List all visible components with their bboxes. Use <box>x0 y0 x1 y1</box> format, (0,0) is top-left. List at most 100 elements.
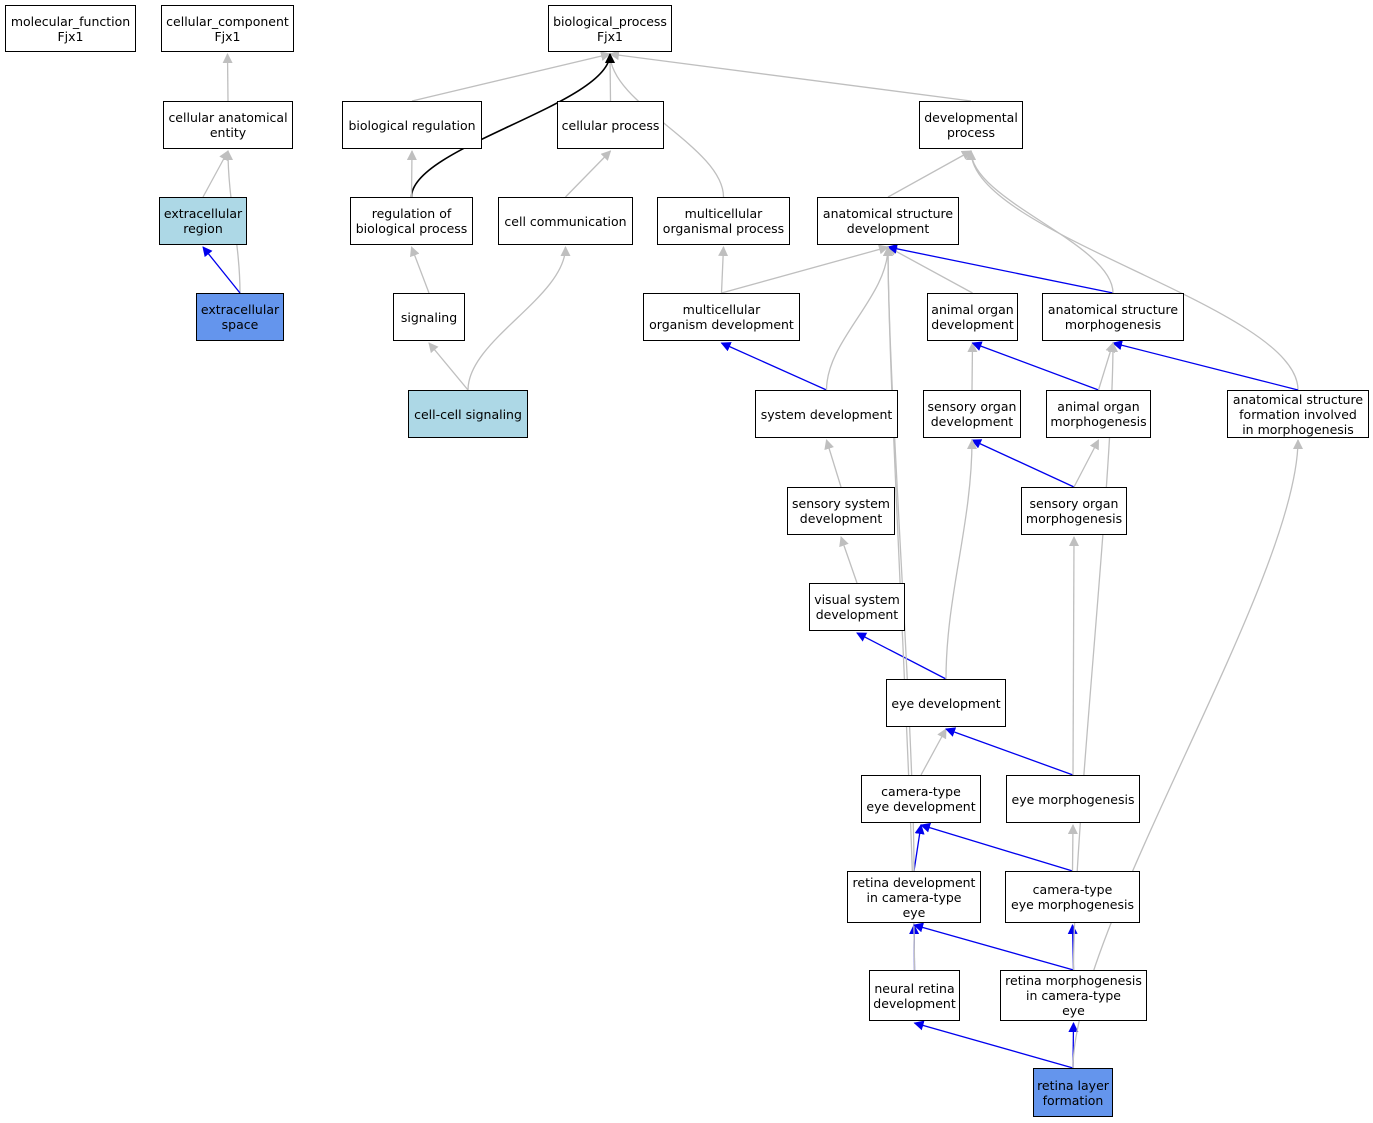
node-ssd[interactable]: sensory system development <box>787 487 895 535</box>
node-label: molecular_function Fjx1 <box>10 13 131 44</box>
edge-sysdev-to-mod <box>720 342 827 391</box>
node-label: retina development in camera-type eye <box>852 874 976 920</box>
node-bp[interactable]: biological_process Fjx1 <box>548 5 672 52</box>
node-label: cellular process <box>561 117 660 133</box>
edge-asm-to-devproc <box>966 150 1114 294</box>
node-label: anatomical structure formation involved … <box>1232 391 1364 437</box>
edge-ccsig-to-signaling <box>428 342 469 391</box>
node-label: cell communication <box>504 213 627 229</box>
node-label: sensory organ morphogenesis <box>1025 496 1123 526</box>
node-mf[interactable]: molecular_function Fjx1 <box>5 5 136 52</box>
node-label: biological regulation <box>348 117 476 133</box>
node-extreg[interactable]: extracellular region <box>159 197 247 245</box>
edge-ssd-to-sysdev <box>824 439 842 488</box>
edge-aod-to-asd <box>887 246 973 294</box>
node-sysdev[interactable]: system development <box>755 390 898 438</box>
edge-mod-to-multproc <box>718 246 729 294</box>
edge-aom-to-aod <box>971 341 1099 391</box>
node-cted[interactable]: camera-type eye development <box>861 775 981 823</box>
node-label: cellular anatomical entity <box>168 110 288 140</box>
node-aod[interactable]: animal organ development <box>927 293 1018 341</box>
node-nrd[interactable]: neural retina development <box>869 970 960 1021</box>
node-label: regulation of biological process <box>355 206 468 236</box>
edge-vsd-to-ssd <box>839 536 858 584</box>
node-label: cellular_component Fjx1 <box>166 13 289 44</box>
node-label: retina morphogenesis in camera-type eye <box>1005 973 1142 1018</box>
node-label: sensory organ development <box>927 399 1017 429</box>
node-signaling[interactable]: signaling <box>393 293 465 341</box>
edge-ctem-to-cted <box>920 822 1073 872</box>
node-cellproc[interactable]: cellular process <box>557 101 664 149</box>
node-label: camera-type eye development <box>866 784 976 814</box>
edge-asd-to-devproc <box>887 150 972 198</box>
node-mod[interactable]: multicellular organism development <box>643 293 800 341</box>
edge-cellcomm-to-cellproc <box>565 150 612 198</box>
edge-regbp-to-biolreg <box>406 150 417 198</box>
node-asf[interactable]: anatomical structure formation involved … <box>1227 390 1369 438</box>
edge-ccsig-to-cellcomm <box>467 246 571 391</box>
node-label: visual system development <box>814 592 900 622</box>
node-eyedev[interactable]: eye development <box>886 679 1006 727</box>
node-extspace[interactable]: extracellular space <box>196 293 284 341</box>
node-label: neural retina development <box>873 980 956 1011</box>
node-label: animal organ development <box>931 302 1014 332</box>
node-label: animal organ morphogenesis <box>1050 399 1147 429</box>
edge-devproc-to-bp <box>609 50 972 102</box>
node-label: eye development <box>891 695 1001 711</box>
node-label: multicellular organism development <box>649 302 794 332</box>
node-label: eye morphogenesis <box>1011 791 1135 807</box>
node-aom[interactable]: animal organ morphogenesis <box>1046 390 1151 438</box>
edge-rmcte-to-rdcte <box>913 922 1074 971</box>
edge-eyedev-to-vsd <box>856 632 947 680</box>
node-label: multicellular organismal process <box>662 206 785 236</box>
node-rmcte[interactable]: retina morphogenesis in camera-type eye <box>1000 970 1147 1021</box>
edge-signaling-to-regbp <box>410 246 430 294</box>
node-ccsig[interactable]: cell-cell signaling <box>408 390 528 438</box>
edge-ctem-to-eyemorph <box>1067 824 1078 872</box>
edge-biolreg-to-bp <box>411 51 611 102</box>
edge-extspace-to-extreg <box>202 246 241 294</box>
node-devproc[interactable]: developmental process <box>919 101 1023 149</box>
node-sod[interactable]: sensory organ development <box>923 390 1021 438</box>
edge-sod-to-aod <box>967 342 978 391</box>
node-asm[interactable]: anatomical structure morphogenesis <box>1042 293 1184 341</box>
edge-eyedev-to-sod <box>945 439 977 680</box>
edge-som-to-aom <box>1073 439 1100 488</box>
node-label: system development <box>760 406 893 422</box>
node-label: anatomical structure development <box>822 206 954 236</box>
edge-rlf-to-nrd <box>913 1020 1074 1069</box>
node-label: anatomical structure morphogenesis <box>1047 302 1179 332</box>
edge-sysdev-to-asd <box>825 246 893 391</box>
node-rdcte[interactable]: retina development in camera-type eye <box>847 871 981 923</box>
edge-cae-to-cc <box>222 53 233 102</box>
node-label: camera-type eye morphogenesis <box>1011 882 1134 912</box>
edge-eyemorph-to-som <box>1068 536 1079 776</box>
edge-mod-to-asd <box>721 244 889 294</box>
edge-eyemorph-to-eyedev <box>945 727 1074 776</box>
edge-asf-to-asm <box>1112 340 1299 391</box>
edge-cted-to-eyedev <box>920 728 947 776</box>
edge-regbp-to-bp <box>410 53 615 198</box>
edge-asf-to-devproc <box>966 150 1299 391</box>
node-som[interactable]: sensory organ morphogenesis <box>1021 487 1127 535</box>
node-label: extracellular region <box>163 206 243 236</box>
node-ctem[interactable]: camera-type eye morphogenesis <box>1005 871 1140 923</box>
node-rlf[interactable]: retina layer formation <box>1033 1068 1113 1117</box>
edge-rdcte-to-cted <box>913 824 925 872</box>
node-cc[interactable]: cellular_component Fjx1 <box>161 5 294 52</box>
node-label: signaling <box>400 309 458 325</box>
node-multproc[interactable]: multicellular organismal process <box>657 197 790 245</box>
node-eyemorph[interactable]: eye morphogenesis <box>1006 775 1140 823</box>
node-biolreg[interactable]: biological regulation <box>342 101 482 149</box>
edge-extreg-to-cae <box>202 150 229 198</box>
node-label: extracellular space <box>200 302 280 332</box>
edge-multproc-to-bp <box>605 53 725 198</box>
node-vsd[interactable]: visual system development <box>809 583 905 631</box>
node-regbp[interactable]: regulation of biological process <box>350 197 473 245</box>
node-cellcomm[interactable]: cell communication <box>498 197 633 245</box>
node-label: sensory system development <box>792 496 890 526</box>
node-cae[interactable]: cellular anatomical entity <box>163 101 293 149</box>
node-asd[interactable]: anatomical structure development <box>817 197 959 245</box>
node-label: developmental process <box>924 110 1018 140</box>
